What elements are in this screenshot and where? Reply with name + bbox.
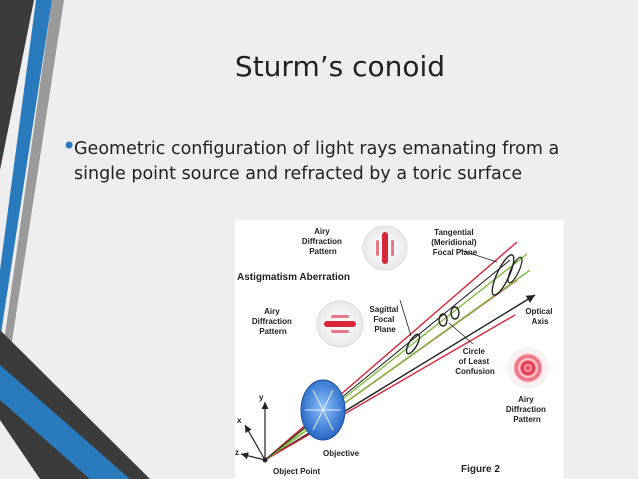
- slide-title: Sturm’s conoid: [234, 50, 446, 83]
- objective-label: Objective: [323, 449, 360, 458]
- airy-left-label: Airy Diffraction Pattern: [252, 307, 294, 336]
- heading-label: Astigmatism Aberration: [237, 272, 350, 283]
- coordinate-axes: [240, 402, 269, 461]
- object-point-label: Object Point: [273, 467, 320, 476]
- airy-disk-right: [507, 347, 549, 389]
- bullet-dot-icon: •: [62, 132, 77, 160]
- airy-top-label: Airy Diffraction Pattern: [302, 227, 344, 256]
- decor-dark-stripe-top: [0, 0, 34, 170]
- lens-star-lines: [305, 389, 341, 431]
- circle-least-confusion-label: Circle of Least Confusion: [455, 347, 495, 376]
- tangential-label: Tangential (Meridional) Focal Plane: [431, 228, 479, 257]
- axis-y-label: y: [259, 393, 264, 402]
- axis-x-label: x: [237, 416, 242, 425]
- ray-red-3: [264, 314, 516, 461]
- astigmatism-figure: Astigmatism Aberration Airy Diffraction …: [235, 220, 564, 479]
- axis-z-line: [240, 452, 266, 461]
- airy-right-label: Airy Diffraction Pattern: [506, 395, 548, 424]
- bullet-text: Geometric configuration of light rays em…: [74, 139, 560, 184]
- airy-top-pattern: [376, 232, 394, 264]
- optical-axis-line: [264, 294, 536, 461]
- tangential-focal-ellipse-2: [507, 256, 523, 284]
- figure-number-label: Figure 2: [461, 464, 500, 475]
- astigmatism-diagram: Astigmatism Aberration Airy Diffraction …: [235, 225, 554, 476]
- optical-axis-label: Optical Axis: [525, 307, 554, 326]
- decor-dark-wedge-bottom: [0, 330, 150, 479]
- decor-gray-stripe: [0, 0, 64, 420]
- decor-blue-wedge-bottom: [0, 365, 130, 479]
- axis-x-line: [244, 424, 266, 461]
- sagittal-focal-ellipse: [405, 333, 421, 355]
- decor-blue-stripe: [0, 0, 52, 340]
- airy-left-pattern: [324, 315, 356, 333]
- least-confusion-ellipse-1: [438, 313, 448, 327]
- axis-z-label: z: [235, 448, 239, 457]
- object-point-dot: [262, 457, 268, 463]
- least-confusion-ellipse-2: [450, 306, 460, 320]
- label-lines: [399, 249, 498, 345]
- bullet-item: • Geometric configuration of light rays …: [62, 134, 574, 187]
- sagittal-label: Sagittal Focal Plane: [369, 305, 400, 334]
